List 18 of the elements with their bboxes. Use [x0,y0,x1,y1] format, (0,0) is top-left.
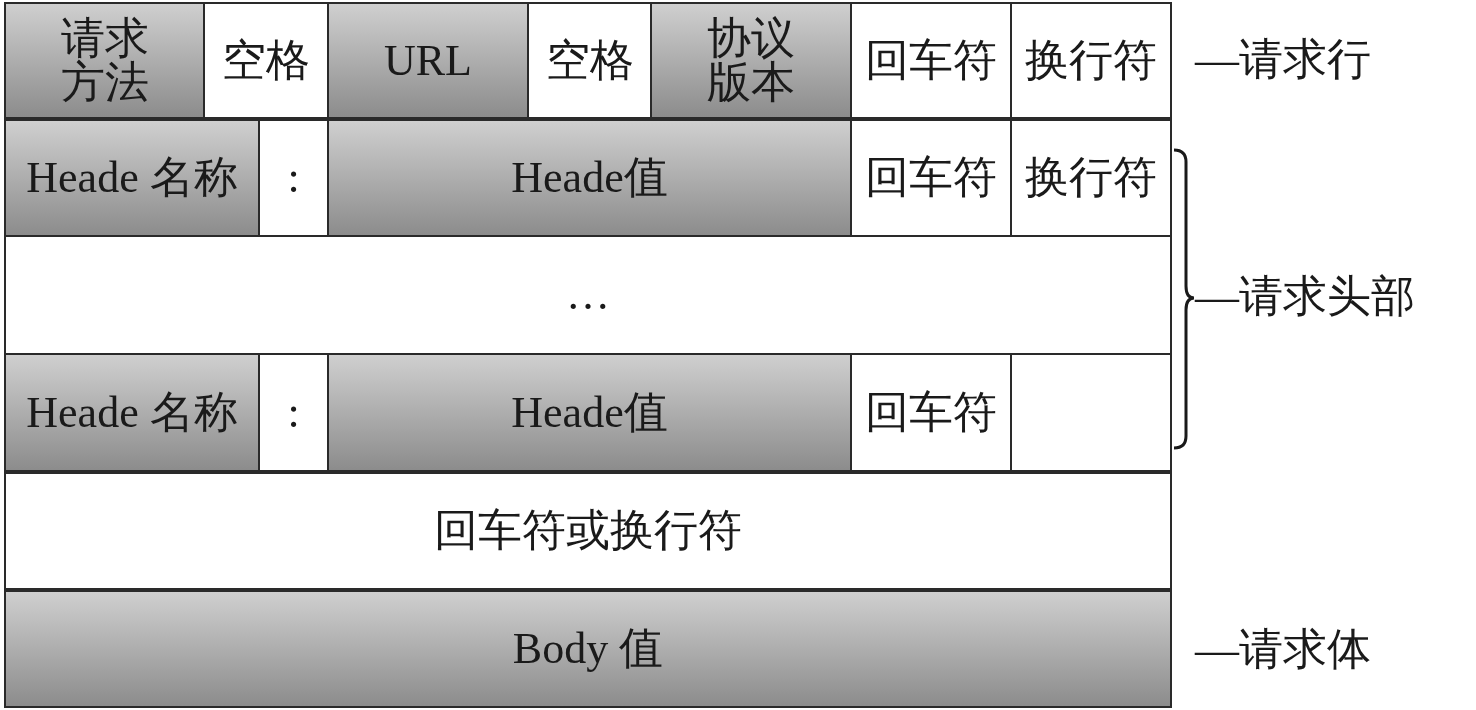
table-cell: 回车符或换行符 [4,472,1172,590]
table-cell: 请求方法 [4,2,205,119]
table-cell: Heade 名称 [4,353,260,472]
row-label: —请求体 [1195,628,1371,672]
table-cell: 空格 [203,2,329,119]
table-cell: 协议版本 [650,2,852,119]
table-cell: Heade值 [327,353,852,472]
table-cell: 回车符 [850,2,1012,119]
table-cell: 空格 [527,2,652,119]
table-cell: 换行符 [1010,2,1172,119]
row-label: —请求行 [1195,38,1371,82]
row-label: —请求头部 [1195,275,1415,319]
table-cell: Body 值 [4,590,1172,708]
table-cell: … [4,235,1172,355]
table-cell: Heade 名称 [4,119,260,237]
table-cell: Heade值 [327,119,852,237]
table-cell: 换行符 [1010,119,1172,237]
table-cell: URL [327,2,529,119]
